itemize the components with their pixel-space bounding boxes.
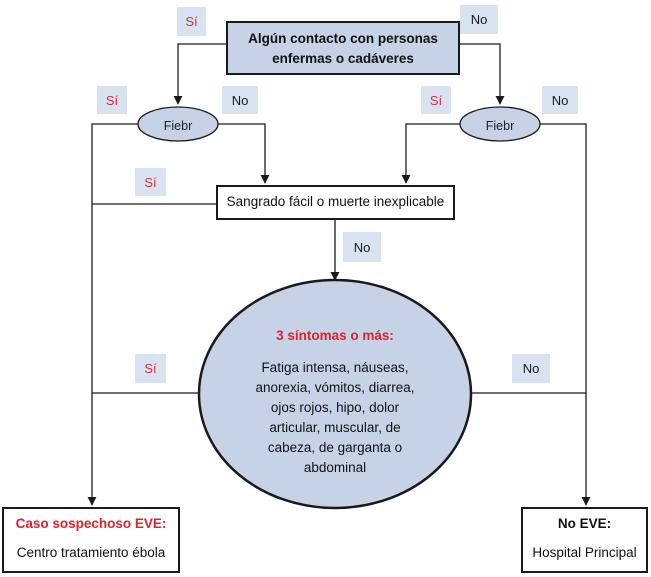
tag-bleeding-no: No	[343, 232, 381, 262]
tag-fever-right-si: Sí	[421, 86, 451, 114]
tag-contact-no: No	[460, 5, 498, 34]
symptoms-line-4: articular, muscular, de	[269, 420, 401, 435]
no-eve-subtitle: Hospital Principal	[532, 545, 637, 560]
tag-fever-left-si: Sí	[97, 86, 127, 114]
symptoms-circle	[197, 278, 473, 510]
symptoms-line-3: ojos rojos, hipo, dolor	[270, 400, 400, 415]
contact-line-1: Algún contacto con personas	[248, 31, 438, 46]
edge-fever-right-si	[401, 123, 460, 184]
tag-fever-right-no: No	[542, 86, 578, 114]
fever-right-label: Fiebr	[485, 119, 515, 132]
edge-contact-to-fever-right	[460, 43, 505, 105]
contact-box: Algún contacto con personas enfermas o c…	[226, 21, 460, 75]
fever-left-oval	[137, 106, 219, 142]
edge-contact-to-fever-left	[173, 43, 226, 105]
fever-right-oval	[459, 106, 541, 142]
no-eve-title: No EVE:	[557, 516, 612, 531]
fever-left-label: Fiebr	[163, 119, 193, 132]
symptoms-line-6: abdominal	[303, 460, 367, 475]
suspected-title: Caso sospechoso EVE:	[15, 516, 167, 531]
tag-bleeding-si: Sí	[135, 168, 166, 196]
no-eve-box: No EVE: Hospital Principal	[521, 507, 648, 573]
tag-symptoms-no: No	[512, 354, 550, 383]
suspected-subtitle: Centro tratamiento ébola	[16, 545, 166, 560]
tag-contact-si: Sí	[177, 7, 206, 36]
edge-fever-left-no	[218, 123, 270, 184]
edge-fever-left-si	[87, 123, 138, 506]
edge-fever-right-no	[540, 123, 591, 506]
symptoms-line-1: Fatiga intensa, náuseas,	[261, 360, 409, 375]
suspected-case-box: Caso sospechoso EVE: Centro tratamiento …	[2, 507, 180, 573]
contact-line-2: enfermas o cadáveres	[272, 51, 414, 66]
bleeding-box: Sangrado fácil o muerte inexplicable	[216, 185, 455, 220]
tag-symptoms-si: Sí	[135, 354, 166, 383]
symptoms-line-2: anorexia, vómitos, diarrea,	[255, 380, 415, 395]
tag-fever-left-no: No	[222, 86, 258, 114]
symptoms-line-5: cabeza, de garganta o	[267, 440, 403, 455]
bleeding-text: Sangrado fácil o muerte inexplicable	[226, 194, 445, 209]
symptoms-text: 3 síntomas o más: Fatiga intensa, náusea…	[225, 326, 445, 478]
symptoms-title: 3 síntomas o más:	[276, 328, 394, 343]
